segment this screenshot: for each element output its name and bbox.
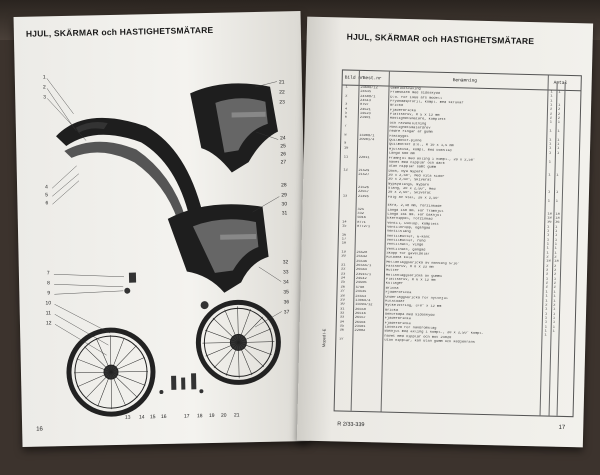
- svg-text:36: 36: [284, 299, 290, 305]
- svg-text:37: 37: [284, 309, 290, 315]
- header-bild-nr: Bild nr: [344, 75, 364, 81]
- svg-text:15: 15: [150, 414, 156, 420]
- svg-text:26: 26: [280, 151, 286, 157]
- left-wheel-drawing: [66, 327, 156, 417]
- left-page-number: 16: [36, 426, 43, 433]
- cell-best-nr: [359, 147, 387, 148]
- svg-text:24: 24: [280, 135, 286, 141]
- svg-text:17: 17: [184, 413, 190, 419]
- svg-text:11: 11: [46, 310, 52, 316]
- svg-text:27: 27: [281, 159, 287, 165]
- cell-best-nr: [357, 229, 385, 230]
- svg-text:4: 4: [45, 184, 48, 190]
- svg-text:21: 21: [234, 412, 240, 418]
- leader-lines: [46, 78, 282, 356]
- cell-best-nr: [358, 199, 386, 200]
- rear-fender-top-drawing: [190, 83, 278, 173]
- svg-text:7: 7: [47, 270, 50, 276]
- svg-text:14: 14: [139, 414, 145, 420]
- cell-best-nr: [358, 181, 386, 182]
- cell-best-nr: [354, 333, 382, 334]
- svg-text:8: 8: [47, 280, 50, 286]
- rear-fender-mid-drawing: [167, 204, 269, 293]
- document-code: R 2/33-339: [337, 421, 365, 429]
- cell-best-nr: [359, 129, 387, 130]
- cell-best-nr: [360, 121, 388, 122]
- cell-best-nr: [354, 338, 382, 339]
- svg-text:29: 29: [281, 192, 287, 198]
- svg-text:20: 20: [221, 413, 227, 419]
- cell-best-nr: [359, 142, 387, 143]
- svg-text:16: 16: [161, 414, 167, 420]
- svg-text:28: 28: [281, 182, 287, 188]
- svg-text:1: 1: [43, 74, 46, 80]
- cell-best-nr: [357, 242, 385, 243]
- cell-best-nr: [358, 177, 386, 178]
- svg-text:35: 35: [283, 289, 289, 295]
- right-wheel-drawing: [195, 299, 281, 385]
- small-parts-drawing: [124, 272, 209, 395]
- header-benamning: Benämning: [452, 78, 478, 84]
- cell-best-nr: [358, 203, 386, 204]
- svg-text:18: 18: [197, 413, 203, 419]
- svg-text:5: 5: [45, 192, 48, 198]
- cell-best-nr: [359, 160, 387, 161]
- left-page: HJUL, SKÄRMAR och HASTIGHETSMÄTARE: [13, 11, 310, 447]
- svg-text:32: 32: [283, 259, 289, 265]
- front-fender-drawing: [56, 118, 203, 221]
- svg-text:30: 30: [281, 201, 287, 207]
- svg-text:9: 9: [47, 290, 50, 296]
- cell-best-nr: [357, 234, 385, 235]
- side-label: Moped I-E: [321, 328, 327, 348]
- cell-bild-nr: 37: [339, 337, 344, 342]
- svg-text:13: 13: [125, 415, 131, 421]
- svg-text:6: 6: [45, 200, 48, 206]
- svg-text:23: 23: [279, 99, 285, 105]
- cell-best-nr: [357, 247, 385, 248]
- right-page-number: 17: [558, 424, 566, 431]
- svg-text:21: 21: [279, 79, 285, 85]
- svg-text:10: 10: [45, 300, 51, 306]
- svg-text:19: 19: [209, 413, 215, 419]
- cell-best-nr: [359, 151, 387, 152]
- header-best-nr: Best.nr: [362, 75, 382, 82]
- cell-best-nr: [360, 125, 388, 126]
- right-page: HJUL, SKÄRMAR och HASTIGHETSMÄTARE Bild …: [296, 16, 594, 448]
- svg-text:12: 12: [46, 320, 52, 326]
- svg-text:22: 22: [279, 89, 285, 95]
- svg-text:3: 3: [43, 94, 46, 100]
- svg-text:2: 2: [43, 84, 46, 90]
- svg-text:33: 33: [283, 269, 289, 275]
- svg-text:25: 25: [280, 143, 286, 149]
- svg-text:31: 31: [282, 210, 288, 216]
- svg-text:34: 34: [283, 279, 289, 285]
- cell-best-nr: [359, 164, 387, 165]
- right-page-title: HJUL, SKÄRMAR och HASTIGHETSMÄTARE: [346, 31, 535, 47]
- cell-best-nr: [357, 238, 385, 239]
